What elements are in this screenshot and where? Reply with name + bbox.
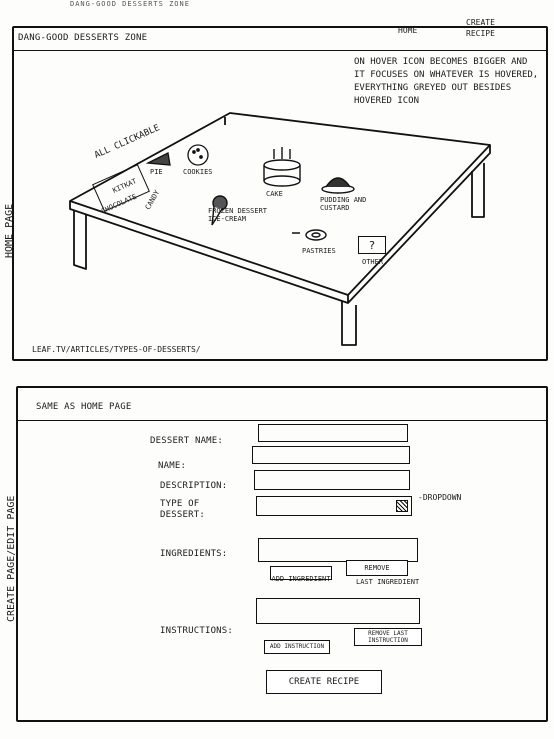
remove-last-ingredient-button[interactable]: REMOVE <box>346 560 408 576</box>
description-input[interactable] <box>254 470 410 490</box>
source-breadcrumb: LEAF.TV/ARTICLES/TYPES-OF-DESSERTS/ <box>32 345 201 354</box>
remove-ingredient-label: REMOVE <box>364 564 390 572</box>
description-label: DESCRIPTION: <box>160 481 228 491</box>
dessert-type-dropdown[interactable] <box>256 496 412 516</box>
add-instruction-button[interactable]: ADD INSTRUCTION <box>264 640 330 654</box>
home-header-divider <box>12 50 548 51</box>
remove-instruction-label: REMOVE LAST INSTRUCTION <box>368 630 408 644</box>
ingredients-label: INGREDIENTS: <box>160 549 228 559</box>
top-partial-text: DANG-GOOD DESSERTS ZONE <box>70 0 190 8</box>
name-label: NAME: <box>158 461 187 471</box>
hover-behavior-note: ON HOVER ICON BECOMES BIGGER AND IT FOCU… <box>354 57 539 106</box>
home-page-frame <box>12 26 548 361</box>
site-title: DANG-GOOD DESSERTS ZONE <box>18 33 148 43</box>
nav-home-link[interactable]: HOME <box>398 26 418 35</box>
dessert-name-input[interactable] <box>258 424 408 442</box>
create-recipe-button[interactable]: CREATE RECIPE <box>266 670 382 694</box>
dropdown-arrow-icon[interactable] <box>396 500 408 512</box>
pie-label[interactable]: PIE <box>150 168 163 176</box>
add-ingredient-label: ADD INGREDIENT <box>271 575 331 583</box>
create-recipe-label: CREATE RECIPE <box>288 677 360 687</box>
ingredients-input[interactable] <box>258 538 418 562</box>
dessert-name-label: DESSERT NAME: <box>150 436 224 446</box>
frozen-dessert-label[interactable]: FROZEN DESSERT ICE-CREAM <box>208 207 268 223</box>
cake-label[interactable]: CAKE <box>266 190 283 198</box>
question-mark-icon: ? <box>369 238 375 252</box>
type-of-dessert-label: TYPE OF DESSERT: <box>160 499 205 520</box>
create-header-divider <box>16 420 548 421</box>
dropdown-note: -DROPDOWN <box>418 493 462 502</box>
create-page-frame <box>16 386 548 722</box>
other-label[interactable]: OTHER <box>362 258 384 266</box>
table-drawing <box>69 112 491 346</box>
pastries-label[interactable]: PASTRIES <box>302 247 336 255</box>
name-input[interactable] <box>252 446 410 464</box>
instructions-input[interactable] <box>256 598 420 624</box>
other-question-icon[interactable]: ? <box>358 236 386 254</box>
add-instruction-label: ADD INSTRUCTION <box>269 643 325 650</box>
nav-create-recipe-link[interactable]: CREATE RECIPE <box>466 18 495 38</box>
instructions-label: INSTRUCTIONS: <box>160 626 234 636</box>
cookies-label[interactable]: COOKIES <box>183 168 213 176</box>
add-ingredient-button[interactable]: ADD INGREDIENT <box>270 566 332 583</box>
create-header-text: SAME AS HOME PAGE <box>36 402 132 412</box>
remove-ingredient-suffix: LAST INGREDIENT <box>356 578 420 586</box>
remove-last-instruction-button[interactable]: REMOVE LAST INSTRUCTION <box>354 628 422 646</box>
pudding-custard-label[interactable]: PUDDING AND CUSTARD <box>320 196 367 212</box>
